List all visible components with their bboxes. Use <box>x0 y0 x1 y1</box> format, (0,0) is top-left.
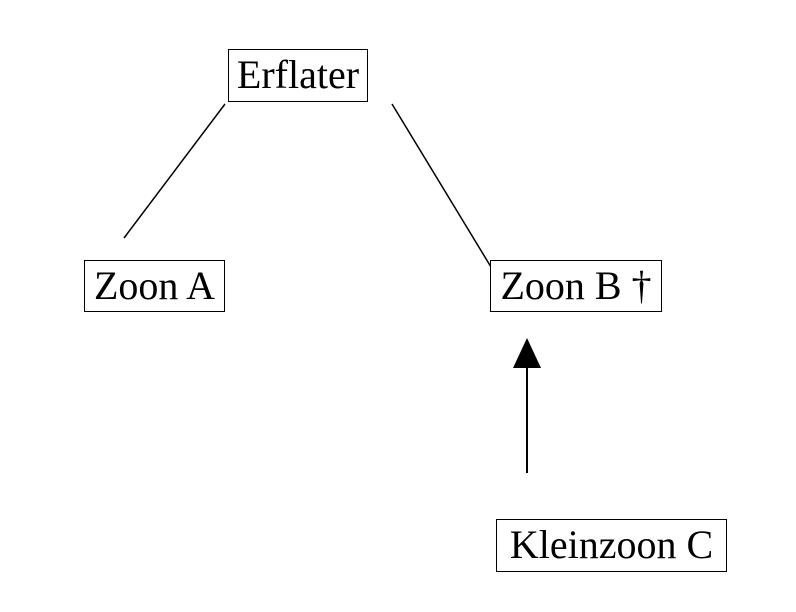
edge-erflater-zoon-a <box>123 103 226 239</box>
edge-erflater-zoon-b <box>391 103 492 268</box>
node-zoon-a: Zoon A <box>84 260 225 312</box>
node-zoon-b-deceased: Zoon B † <box>490 260 662 312</box>
node-kleinzoon-c: Kleinzoon C <box>496 519 727 572</box>
arrowhead-up-icon <box>513 338 541 368</box>
node-erflater: Erflater <box>228 49 368 102</box>
